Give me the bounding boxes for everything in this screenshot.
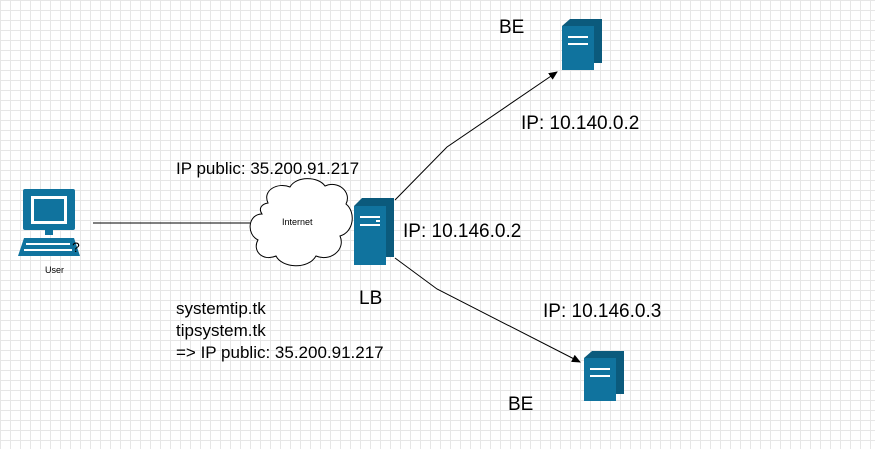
edge-lb-be-bottom <box>394 257 581 363</box>
lb-label: LB <box>359 288 383 309</box>
edge-lb-be-top <box>394 71 558 201</box>
be-top-label: BE <box>499 17 525 38</box>
lb-server-icon <box>354 198 394 265</box>
be-top-server-icon <box>562 19 602 70</box>
be-bottom-label: BE <box>508 394 534 415</box>
be-bottom-server-icon <box>584 351 624 401</box>
cloud-icon <box>249 178 353 267</box>
lb-ip-label: IP: 10.146.0.2 <box>403 221 522 242</box>
internet-label: Internet <box>282 217 313 227</box>
dns-line-1: systemtip.tk <box>176 299 266 318</box>
user-label: User <box>45 265 65 275</box>
be-bottom-ip-label: IP: 10.146.0.3 <box>543 301 662 322</box>
svg-text:?: ? <box>72 239 80 255</box>
dns-line-2: tipsystem.tk <box>176 321 266 340</box>
computer-user-icon: ? <box>18 189 80 256</box>
be-top-ip-label: IP: 10.140.0.2 <box>521 113 640 134</box>
dns-line-3: => IP public: 35.200.91.217 <box>176 343 384 362</box>
dns-annotation: systemtip.tk tipsystem.tk => IP public: … <box>176 298 384 364</box>
public-ip-label: IP public: 35.200.91.217 <box>176 159 360 178</box>
